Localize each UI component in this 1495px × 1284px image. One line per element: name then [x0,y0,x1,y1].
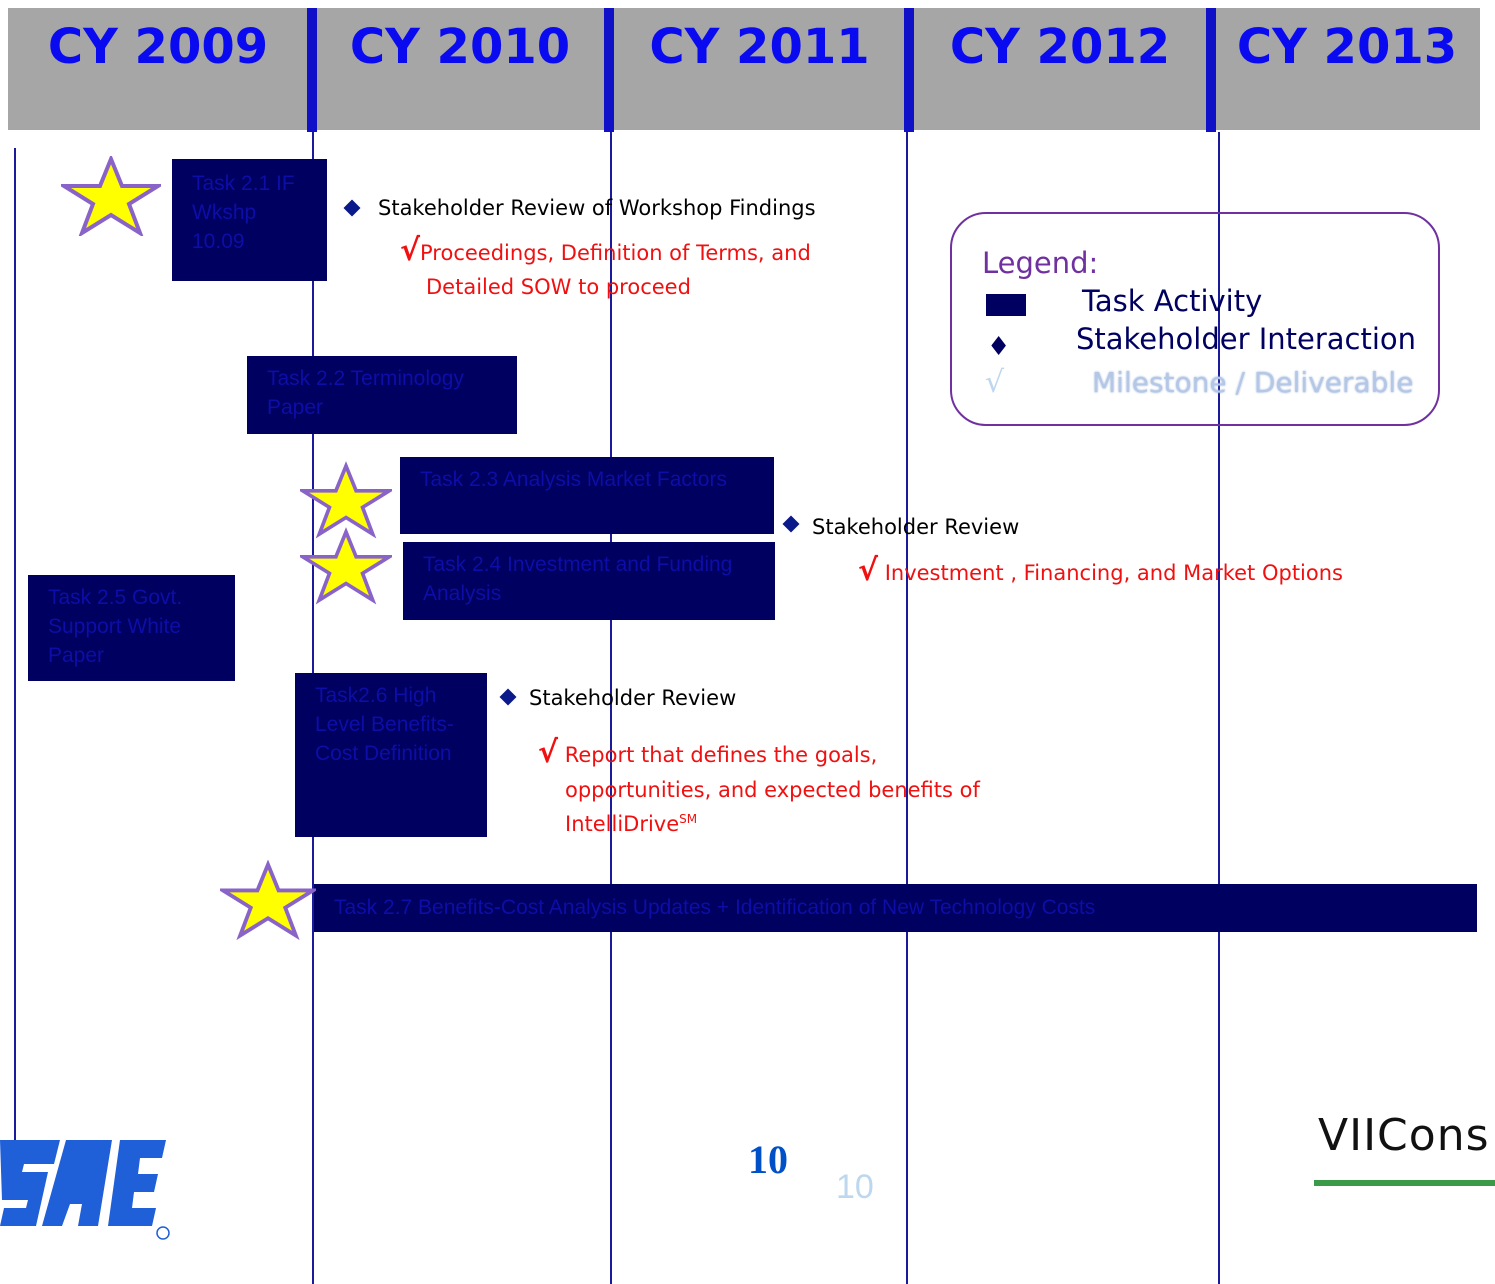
header-band [8,8,1480,130]
viic-logo-underline [1314,1180,1495,1186]
task-2-6-bar: Task2.6 High Level Benefits-Cost Definit… [295,673,487,837]
sae-logo [0,1140,170,1240]
deliverable-text: Proceedings, Definition of Terms, and [420,241,811,265]
header-divider [604,8,614,132]
task-2-4-bar: Task 2.4 Investment and Funding Analysis [403,542,775,620]
deliverable-note: √ Investment , Financing, and Market Opt… [858,556,1343,588]
stakeholder-review-label: Stakeholder Review [529,686,737,710]
star-icon [300,527,392,605]
year-gridline [610,132,612,1284]
legend-title: Legend: [982,246,1099,280]
diamond-icon [499,688,517,706]
diamond-icon: ♦ [987,332,1011,362]
year-header-2012: CY 2012 [949,19,1171,75]
legend-task-label: Task Activity [1082,284,1263,318]
deliverable-note: √Proceedings, Definition of Terms, and [400,236,811,268]
deliverable-text: Investment , Financing, and Market Optio… [884,561,1343,585]
header-divider [307,8,317,132]
legend-stakeholder-label: Stakeholder Interaction [1076,322,1417,356]
legend-box: Legend: Task Activity ♦ Stakeholder Inte… [950,212,1440,426]
check-icon: √ [985,365,1005,400]
year-gridline [906,132,908,1284]
service-mark: SM [679,812,698,826]
check-icon: √ [858,553,879,588]
task-2-3-bar: Task 2.3 Analysis Market Factors [400,457,774,534]
deliverable-text: Detailed SOW to proceed [426,275,691,299]
year-gridline [14,148,16,1190]
deliverable-note: √ Report that defines the goals, [538,738,877,770]
task-2-2-bar: Task 2.2 Terminology Paper [247,356,517,434]
task-2-1-bar: Task 2.1 IF Wkshp 10.09 [172,159,327,281]
check-icon: √ [400,233,421,268]
page-number: 10 [748,1137,788,1182]
stakeholder-review-label: Stakeholder Review of Workshop Findings [378,196,816,220]
deliverable-text: IntelliDriveSM [565,804,697,839]
task-2-7-bar: Task 2.7 Benefits-Cost Analysis Updates … [314,884,1477,932]
year-header-2013: CY 2013 [1236,19,1458,75]
year-header-2010: CY 2010 [349,19,571,75]
star-icon [300,461,392,539]
star-icon [220,860,316,940]
check-icon: √ [538,735,559,770]
stakeholder-review-label: Stakeholder Review [812,515,1020,539]
deliverable-text: IntelliDrive [565,812,680,836]
diamond-icon [343,199,361,217]
year-header-2009: CY 2009 [47,19,269,75]
star-icon [61,156,161,236]
deliverable-text: Report that defines the goals, [564,743,878,767]
task-swatch-icon [986,294,1026,316]
year-header-2011: CY 2011 [649,19,870,75]
header-divider [1206,8,1216,132]
header-divider [904,8,914,132]
year-gridline [1218,132,1220,1284]
viic-logo: VIICons [1318,1110,1490,1161]
diamond-icon [782,515,800,533]
page-number-secondary: 10 [836,1168,874,1206]
deliverable-text: opportunities, and expected benefits of [565,778,980,802]
task-2-5-bar: Task 2.5 Govt. Support White Paper [28,575,235,681]
legend-milestone-label: Milestone / Deliverable [1092,366,1414,399]
